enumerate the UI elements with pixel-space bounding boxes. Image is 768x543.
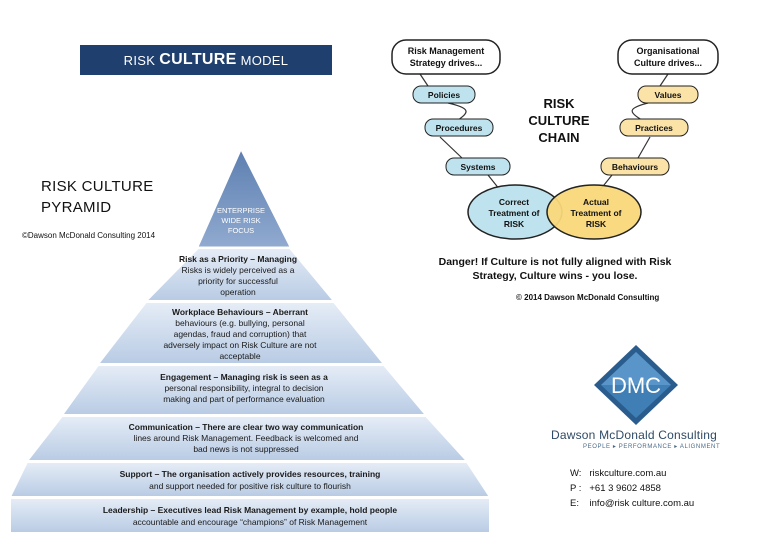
node-practices-label: Practices bbox=[635, 123, 673, 133]
contact-web: W: riskculture.com.au bbox=[570, 468, 667, 479]
chain-title-line2: CULTURE bbox=[528, 113, 589, 128]
engagement-line2: personal responsibility, integral to dec… bbox=[164, 383, 323, 393]
node-behaviours bbox=[600, 157, 670, 176]
node-policies bbox=[412, 85, 476, 104]
pyramid-copyright: ©Dawson McDonald Consulting 2014 bbox=[22, 231, 156, 240]
apex-line1: ENTERPRISE bbox=[217, 206, 265, 215]
warning-line1: Danger! If Culture is not fully aligned … bbox=[438, 256, 672, 268]
model-title-banner: RISK CULTURE MODEL bbox=[80, 45, 332, 75]
node-procedures bbox=[424, 118, 494, 137]
leadership-line1: Leadership – Executives lead Risk Manage… bbox=[103, 505, 398, 515]
behaviours-line2: behaviours (e.g. bullying, personal bbox=[175, 318, 305, 328]
node-systems-label: Systems bbox=[461, 162, 496, 172]
node-practices bbox=[619, 118, 689, 137]
dmc-logo-mark: DMC bbox=[594, 345, 678, 425]
behaviours-line3: agendas, fraud and corruption) that bbox=[174, 329, 307, 339]
contact-block: W: riskculture.com.au P : +61 3 9602 485… bbox=[570, 466, 694, 511]
dmc-mark-text: DMC bbox=[611, 373, 661, 398]
support-line2: and support needed for positive risk cul… bbox=[149, 481, 351, 491]
pyramid-title-line1: RISK CULTURE bbox=[41, 178, 154, 195]
apex-line2: WIDE RISK bbox=[221, 216, 260, 225]
node-values-label: Values bbox=[655, 90, 682, 100]
strategy-cloud-line1: Risk Management bbox=[408, 46, 485, 56]
actual-line2: Treatment of bbox=[570, 208, 621, 218]
apex-line3: FOCUS bbox=[228, 226, 254, 235]
correct-line2: Treatment of bbox=[488, 208, 539, 218]
support-line1: Support – The organisation actively prov… bbox=[120, 469, 381, 479]
node-behaviours-label: Behaviours bbox=[612, 162, 659, 172]
culture-cloud-line2: Culture drives... bbox=[634, 58, 702, 68]
pyramid-level-support bbox=[8, 461, 492, 498]
actual-treatment-ellipse bbox=[546, 184, 642, 240]
banner-mid: CULTURE bbox=[159, 51, 237, 68]
culture-cloud bbox=[617, 39, 719, 75]
priority-line3: priority for successful bbox=[198, 276, 278, 286]
actual-line3: RISK bbox=[586, 219, 607, 229]
leadership-line2: accountable and encourage “champions” of… bbox=[133, 517, 368, 527]
pyramid-level-leadership bbox=[9, 497, 491, 534]
pyramid-title-line2: PYRAMID bbox=[41, 199, 112, 216]
communication-line1: Communication – There are clear two way … bbox=[129, 422, 364, 432]
warning-text: Danger! If Culture is not fully aligned … bbox=[420, 255, 690, 283]
correct-line3: RISK bbox=[504, 219, 525, 229]
logo-tagline: PEOPLE ▸ PERFORMANCE ▸ ALIGNMENT bbox=[583, 444, 721, 450]
priority-line4: operation bbox=[220, 287, 256, 297]
chain-title-line1: RISK bbox=[543, 96, 575, 111]
behaviours-line1: Workplace Behaviours – Aberrant bbox=[172, 307, 308, 317]
banner-post: MODEL bbox=[240, 52, 289, 68]
communication-line2: lines around Risk Management. Feedback i… bbox=[134, 433, 359, 443]
node-procedures-label: Procedures bbox=[436, 123, 483, 133]
contact-email: E: info@risk culture.com.au bbox=[570, 498, 695, 509]
culture-cloud-line1: Organisational bbox=[636, 46, 699, 56]
behaviours-line4: adversely impact on Risk Culture are not bbox=[163, 340, 317, 350]
node-values bbox=[637, 85, 699, 104]
engagement-line3: making and part of performance evaluatio… bbox=[163, 394, 325, 404]
priority-line2: Risks is widely perceived as a bbox=[182, 265, 295, 275]
strategy-cloud-line2: Strategy drives... bbox=[410, 58, 483, 68]
chain-title-line3: CHAIN bbox=[538, 130, 579, 145]
priority-line1: Risk as a Priority – Managing bbox=[179, 254, 297, 264]
logo-company-name: Dawson McDonald Consulting bbox=[551, 428, 717, 442]
behaviours-line5: acceptable bbox=[219, 351, 260, 361]
correct-line1: Correct bbox=[499, 197, 529, 207]
chain-copyright: © 2014 Dawson McDonald Consulting bbox=[516, 293, 660, 302]
node-policies-label: Policies bbox=[428, 90, 460, 100]
actual-line1: Actual bbox=[583, 197, 609, 207]
contact-phone: P : +61 3 9602 4858 bbox=[570, 483, 661, 494]
banner-pre: RISK bbox=[123, 52, 156, 68]
node-systems bbox=[445, 157, 511, 176]
communication-line3: bad news is not suppressed bbox=[193, 444, 299, 454]
engagement-line1: Engagement – Managing risk is seen as a bbox=[160, 372, 328, 382]
pyramid-title: RISK CULTURE PYRAMID bbox=[41, 176, 154, 218]
warning-line2: Strategy, Culture wins - you lose. bbox=[472, 270, 638, 282]
strategy-cloud bbox=[391, 39, 501, 75]
